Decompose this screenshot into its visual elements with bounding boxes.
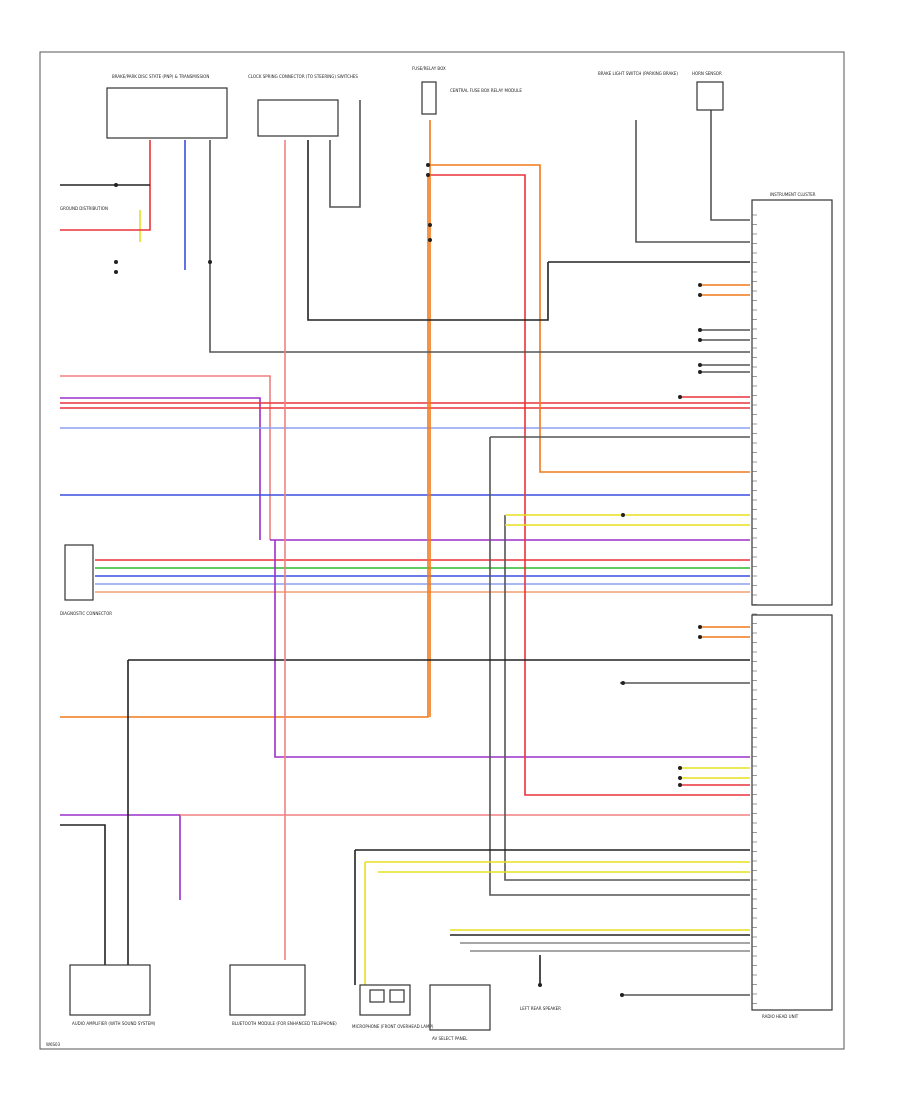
- splice-dot: [698, 283, 702, 287]
- top-center-note-label: CENTRAL FUSE BOX RELAY MODULE: [450, 88, 522, 93]
- audio-amplifier-label: AUDIO AMPLIFIER (WITH SOUND SYSTEM): [72, 1021, 156, 1026]
- splice-dot: [208, 260, 212, 264]
- splice-dot: [678, 783, 682, 787]
- av-select-panel-label: AV SELECT PANEL: [432, 1036, 468, 1041]
- top-right-sensor-label: HORN SENSOR: [692, 71, 722, 76]
- radio-head-unit-label: RADIO HEAD UNIT: [762, 1014, 799, 1019]
- control-wires: [60, 100, 750, 996]
- splice-dot: [114, 260, 118, 264]
- splice-dot: [621, 513, 625, 517]
- splice-dot: [698, 370, 702, 374]
- splice-dot: [678, 395, 682, 399]
- instrument-cluster: [751, 199, 833, 606]
- wire-gray-1: [209, 140, 750, 353]
- splice-dot: [426, 173, 430, 177]
- microphone-connector-a: [369, 989, 385, 1003]
- splice-dot: [426, 163, 430, 167]
- wire-gray-4: [504, 515, 750, 881]
- wire-red-4: [428, 174, 750, 796]
- horizontal-wires: [60, 175, 750, 970]
- top-center-fuse-label: FUSE/RELAY BOX: [412, 66, 446, 71]
- splice-dot: [698, 625, 702, 629]
- wire-gray-7: [329, 100, 361, 208]
- splice-dot: [698, 328, 702, 332]
- audio-amplifier: [69, 964, 151, 1016]
- microphone-connector-b: [389, 989, 405, 1003]
- splice-dot: [698, 363, 702, 367]
- wire-black-3: [307, 140, 549, 321]
- splice-dot: [698, 293, 702, 297]
- brake-park-disc-state-module: [106, 87, 228, 139]
- splice-dot: [698, 338, 702, 342]
- diagnostic-connector-label: DIAGNOSTIC CONNECTOR: [60, 611, 112, 616]
- wire-purple-1: [60, 397, 261, 540]
- wire-black-1: [60, 824, 106, 970]
- splice-dot: [428, 223, 432, 227]
- radio-head-unit: [751, 614, 833, 1011]
- top-left-module-label: BRAKE/PARK DISC STATE (PNP) & TRANSMISSI…: [112, 74, 209, 79]
- splice-dot: [678, 766, 682, 770]
- wire-red-5: [60, 140, 151, 231]
- fuse-relay-box: [421, 81, 437, 115]
- wire-pink-1: [60, 375, 271, 540]
- splice-dot: [621, 681, 625, 685]
- splice-dot: [678, 776, 682, 780]
- wire-gray-2: [489, 437, 750, 896]
- wire-purple-3: [274, 540, 750, 758]
- clock-spring-connector: [257, 99, 339, 137]
- left-rear-speaker-label: LEFT REAR SPEAKER: [520, 1006, 561, 1011]
- top-mid-module-label: CLOCK SPRING CONNECTOR (TO STEERING) SWI…: [248, 74, 358, 79]
- wire-gray-6: [710, 110, 750, 221]
- components: [64, 81, 833, 1031]
- top-right-switch-label: BRAKE LIGHT SWITCH (PARKING BRAKE): [598, 71, 678, 76]
- diagram-frame: [39, 51, 845, 1050]
- wire-gray-12: [700, 329, 750, 373]
- labels: BRAKE/PARK DISC STATE (PNP) & TRANSMISSI…: [46, 66, 816, 1047]
- wire-orange-2: [428, 164, 750, 473]
- splice-dot: [538, 983, 542, 987]
- splice-dot: [114, 183, 118, 187]
- splice-dot: [428, 238, 432, 242]
- splice-dot: [620, 993, 624, 997]
- av-select-panel: [429, 984, 491, 1031]
- splice-dot: [698, 635, 702, 639]
- wire-orange-1: [60, 175, 429, 718]
- ground-distribution-label: GROUND DISTRIBUTION: [60, 206, 108, 211]
- splices: [114, 163, 702, 997]
- horn-sensor: [696, 81, 724, 111]
- microphone-module-label: MICROPHONE (FRONT OVERHEAD LAMP): [352, 1024, 434, 1029]
- bluetooth-module-label: BLUETOOTH MODULE (FOR ENHANCED TELEPHONE…: [232, 1021, 337, 1026]
- wire-purple-4: [60, 814, 181, 900]
- fuse-feed-wires: [428, 120, 750, 796]
- splice-dot: [114, 270, 118, 274]
- page-code: W6S03: [46, 1042, 61, 1047]
- wire-gray-5: [635, 120, 750, 243]
- diagnostic-connector: [64, 544, 94, 601]
- instrument-cluster-label: INSTRUMENT CLUSTER: [770, 192, 816, 197]
- bluetooth-module: [229, 964, 306, 1016]
